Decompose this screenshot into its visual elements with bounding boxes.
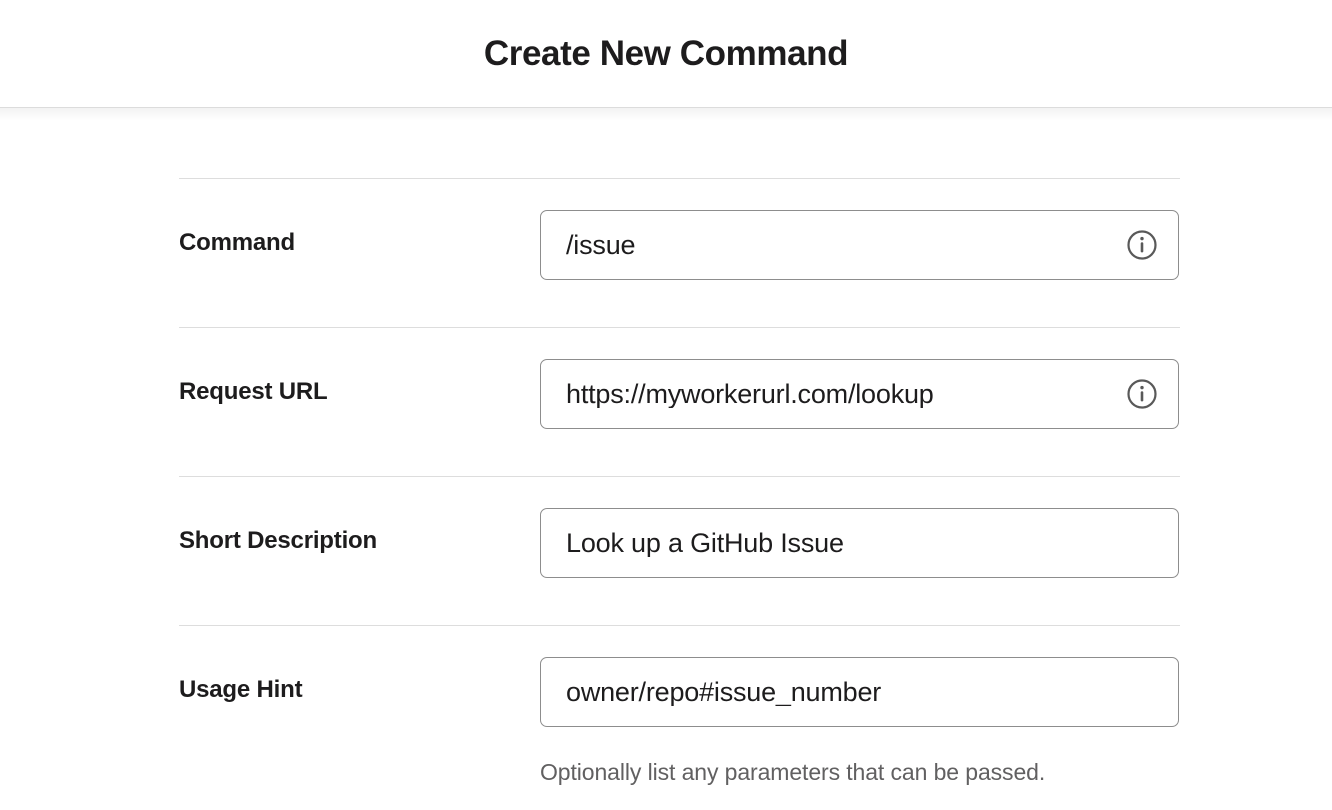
- form-row-request-url: Request URL https://myworkerurl.com/look…: [179, 328, 1180, 476]
- form-area: Command /issue Request URL https://mywor…: [179, 178, 1180, 787]
- field-control-short-description: Look up a GitHub Issue: [540, 477, 1180, 578]
- command-input-value: /issue: [566, 231, 636, 259]
- label-short-description: Short Description: [179, 527, 377, 554]
- section-divider: [179, 625, 1180, 626]
- command-input[interactable]: /issue: [540, 210, 1179, 280]
- form-row-command: Command /issue: [179, 179, 1180, 327]
- usage-hint-input[interactable]: owner/repo#issue_number: [540, 657, 1179, 727]
- section-divider: [179, 476, 1180, 477]
- form-row-usage-hint: Usage Hint owner/repo#issue_number Optio…: [179, 626, 1180, 787]
- field-control-command: /issue: [540, 179, 1180, 280]
- label-usage-hint: Usage Hint: [179, 676, 303, 703]
- form-row-short-description: Short Description Look up a GitHub Issue: [179, 477, 1180, 625]
- info-icon[interactable]: [1126, 378, 1158, 410]
- field-control-request-url: https://myworkerurl.com/lookup: [540, 328, 1180, 429]
- page-title: Create New Command: [483, 33, 849, 73]
- short-description-input-value: Look up a GitHub Issue: [566, 529, 844, 557]
- section-divider: [179, 327, 1180, 328]
- request-url-input[interactable]: https://myworkerurl.com/lookup: [540, 359, 1179, 429]
- usage-hint-helper-text: Optionally list any parameters that can …: [540, 759, 1046, 785]
- usage-hint-input-value: owner/repo#issue_number: [566, 678, 882, 706]
- request-url-input-value: https://myworkerurl.com/lookup: [566, 380, 934, 408]
- info-icon[interactable]: [1126, 229, 1158, 261]
- page-header: Create New Command: [0, 0, 1332, 121]
- field-control-usage-hint: owner/repo#issue_number Optionally list …: [540, 626, 1180, 787]
- section-divider: [179, 178, 1180, 179]
- command-form: Command /issue Request URL https://mywor…: [0, 108, 1332, 787]
- label-request-url: Request URL: [179, 378, 328, 405]
- label-command: Command: [179, 229, 295, 256]
- short-description-input[interactable]: Look up a GitHub Issue: [540, 508, 1179, 578]
